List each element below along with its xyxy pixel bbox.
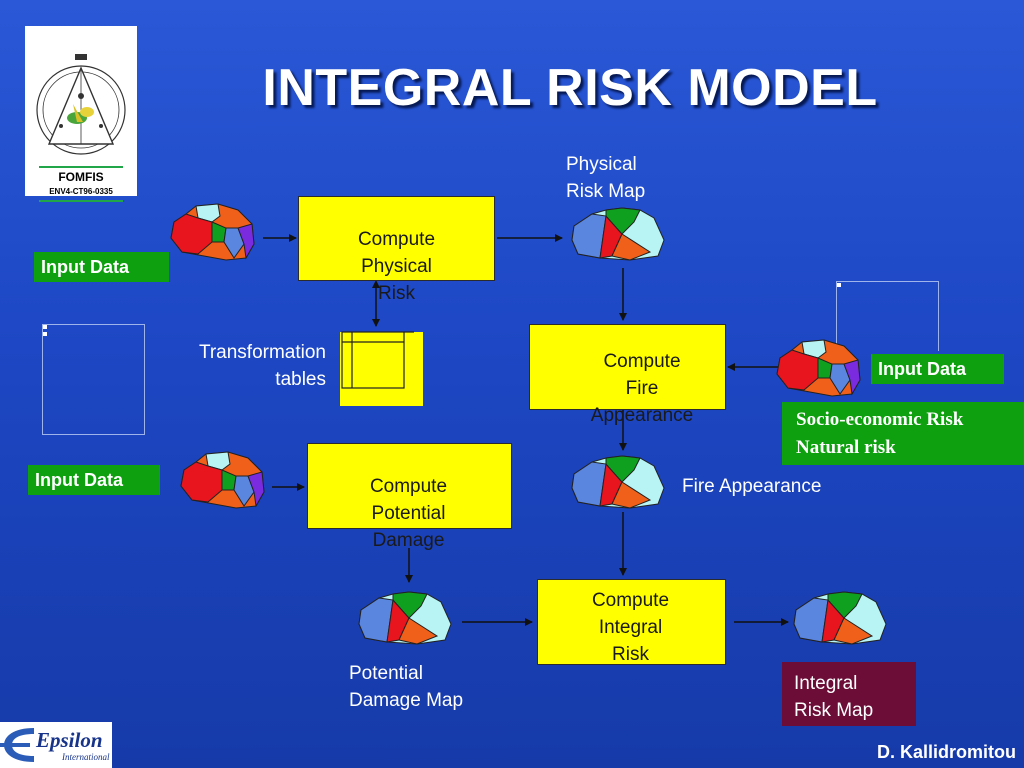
slide-title: INTEGRAL RISK MODEL [262, 59, 878, 117]
decor-dot-left-2 [43, 332, 47, 336]
compute-physical-risk-label: Compute Physical Risk [357, 229, 436, 304]
physical-risk-map-label: Physical Risk Map [566, 154, 646, 202]
compute-fire-appearance-box [529, 324, 726, 410]
potential-damage-map-label: Potential Damage Map [349, 663, 464, 711]
decor-frame-right [836, 281, 939, 351]
socio-economic-risk-box: Socio-economic Risk Natural risk [782, 402, 1024, 465]
logo-line-bottom [39, 200, 123, 202]
input-data-middle-left: Input Data [28, 465, 160, 495]
logo-code: ENV4-CT96-0335 [49, 187, 113, 196]
decor-dot-left-1 [43, 325, 47, 329]
logo-name: FOMFIS [58, 170, 104, 184]
integral-risk-map-label: Integral Risk Map [782, 662, 916, 726]
compute-potential-damage-box [307, 443, 512, 529]
epsilon-logo: Epsilon International [0, 722, 112, 768]
logo-line-top [39, 166, 123, 168]
compute-integral-risk-box [537, 579, 726, 665]
epsilon-sub: International [62, 752, 110, 762]
compute-physical-risk-box [298, 196, 495, 281]
decor-dot-right [837, 283, 841, 287]
fire-appearance-label: Fire Appearance [682, 476, 822, 497]
transformation-tables-label: Transformation tables [198, 342, 326, 390]
input-data-top-left: Input Data [34, 252, 169, 282]
potential-damage-map-icon [358, 591, 452, 645]
fire-appearance-map-icon [571, 455, 665, 509]
author-name: D. Kallidromitou [877, 742, 1016, 762]
decor-frame-left [42, 324, 145, 435]
input-map-icon-2 [180, 451, 265, 509]
input-map-icon-3 [776, 339, 861, 397]
compute-fire-appearance-label: Compute Fire Appearance [590, 351, 694, 426]
compute-potential-damage-label: Compute Potential Damage [369, 476, 448, 551]
epsilon-swoosh-icon [0, 728, 34, 762]
fomfis-emblem-icon [36, 54, 126, 155]
epsilon-name: Epsilon [36, 728, 103, 752]
input-data-right: Input Data [871, 354, 1004, 384]
input-map-icon-1 [170, 203, 255, 261]
fomfis-logo: FOMFIS ENV4-CT96-0335 [25, 26, 137, 202]
integral-risk-map-icon [793, 591, 887, 645]
transformation-tables-icon [340, 331, 423, 406]
compute-integral-risk-label: Compute Integral Risk [591, 590, 670, 665]
physical-risk-map-icon [571, 207, 665, 261]
